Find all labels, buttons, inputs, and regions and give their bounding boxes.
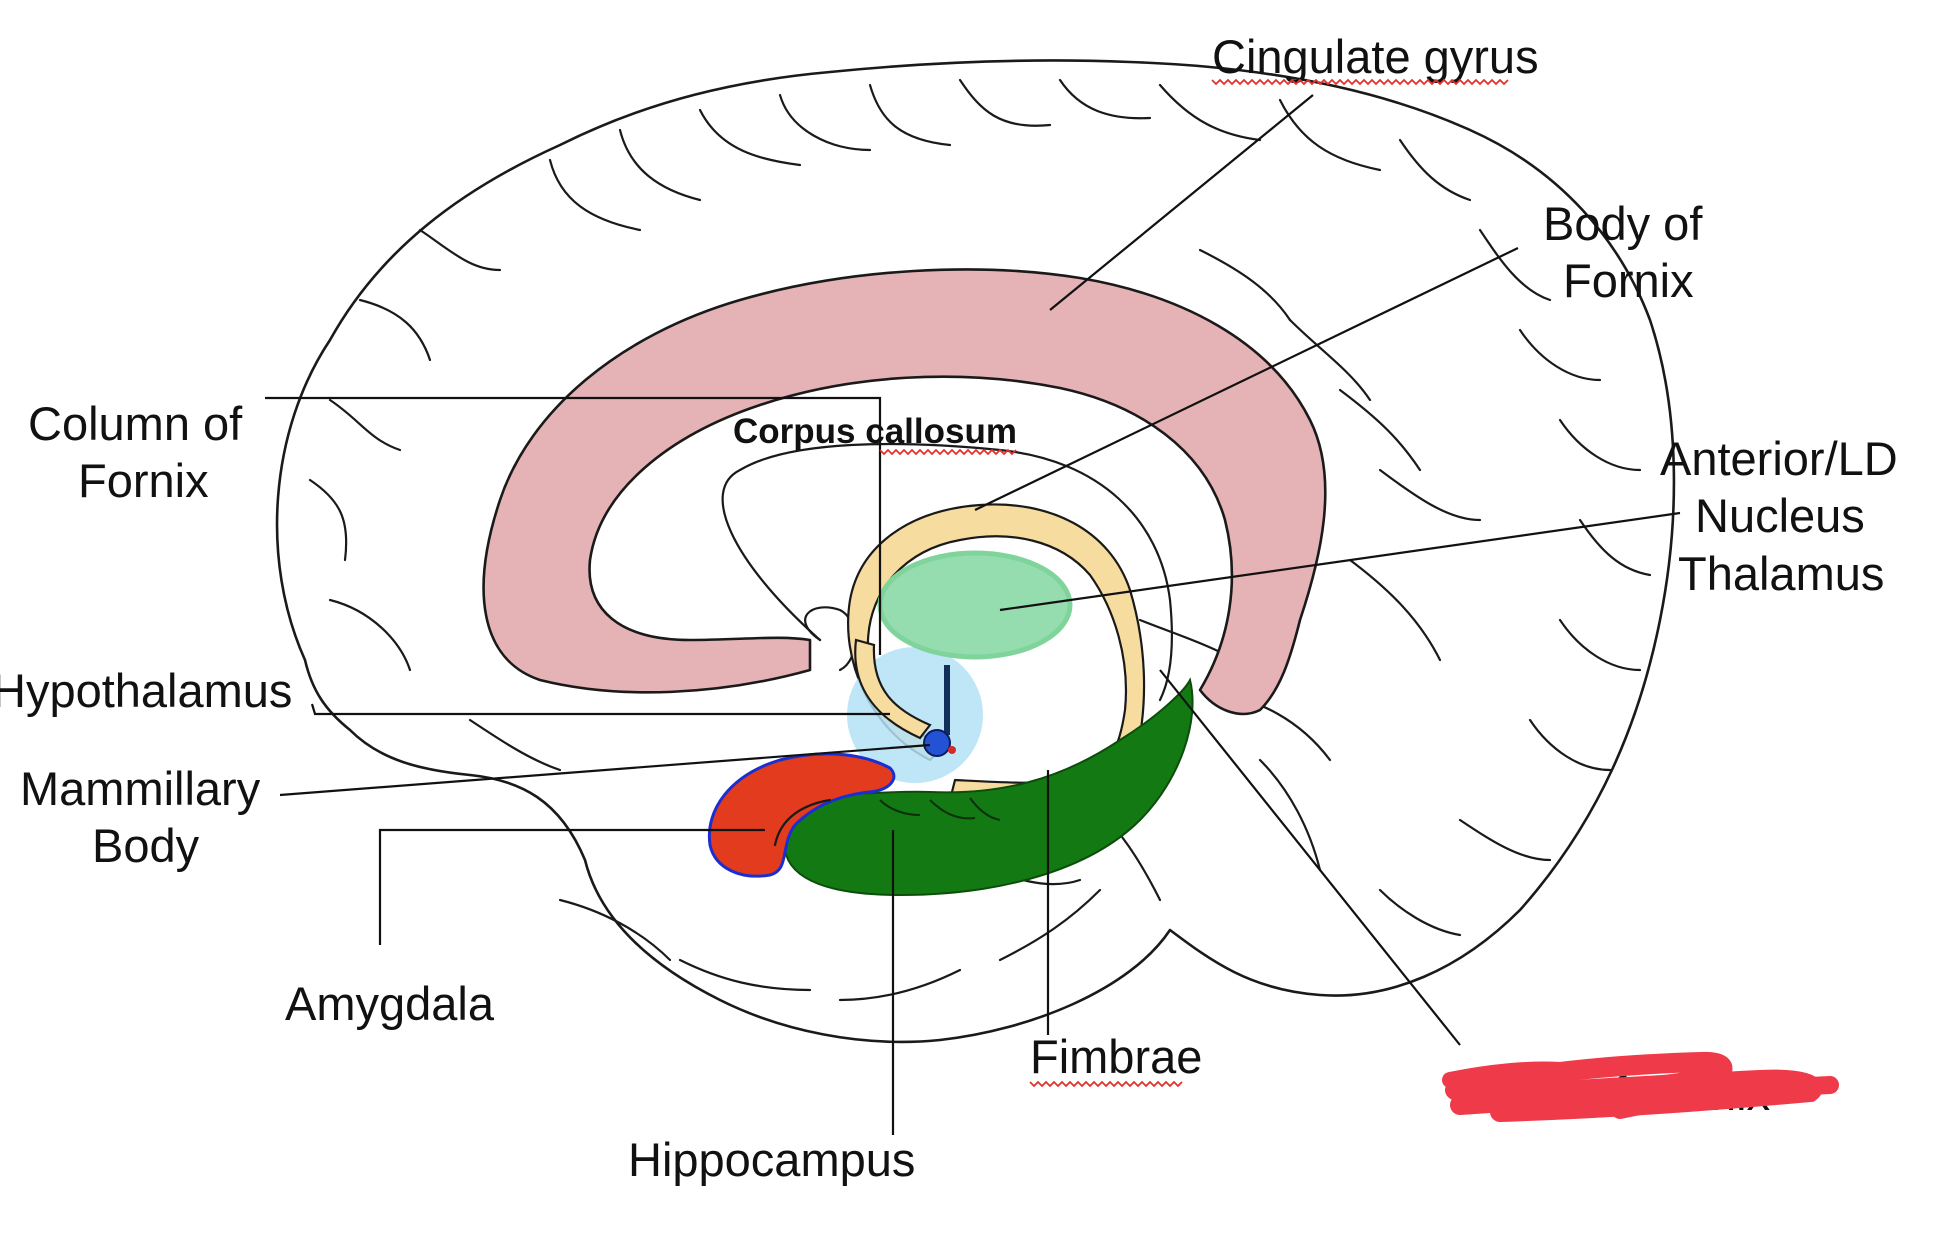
leader-body-fornix bbox=[974, 247, 1519, 511]
label-amygdala: Amygdala bbox=[285, 977, 495, 1030]
labels: Cingulate gyrus Body of Fornix Column of… bbox=[0, 30, 1898, 1186]
spellcheck-callosum bbox=[879, 448, 1017, 456]
amygdala-region bbox=[707, 752, 896, 878]
label-body-of-fornix-1: Body of bbox=[1543, 197, 1703, 250]
label-mammillary-2: Body bbox=[92, 819, 200, 872]
callosal-sulcus-line bbox=[721, 442, 1174, 702]
leader-anterior-ld bbox=[999, 511, 1681, 612]
leader-hypothalamus bbox=[310, 703, 890, 716]
label-mammillary-1: Mammillary bbox=[20, 762, 261, 815]
label-fimbrae: Fimbrae bbox=[1030, 1030, 1202, 1083]
hippocampus-region bbox=[781, 677, 1194, 897]
spellcheck-cingulate bbox=[1211, 78, 1509, 86]
label-hypothalamus: Hypothalamus bbox=[0, 664, 292, 717]
redaction-scribble bbox=[1442, 1051, 1839, 1122]
label-column-of-fornix-2: Fornix bbox=[78, 454, 209, 507]
label-anterior-ld-3: Thalamus bbox=[1678, 547, 1884, 600]
leader-lines bbox=[265, 94, 1681, 1135]
label-corpus-callosum: Corpus callosum bbox=[733, 412, 1017, 451]
spellcheck-fimbrae bbox=[1029, 1080, 1183, 1088]
leader-column-fornix bbox=[265, 396, 882, 655]
cingulate-gyrus-region bbox=[482, 268, 1327, 716]
leader-crus-fornix bbox=[1159, 669, 1461, 1046]
leader-mammillary bbox=[279, 743, 931, 797]
label-column-of-fornix-1: Column of bbox=[28, 397, 243, 450]
label-anterior-ld-1: Anterior/LD bbox=[1660, 432, 1898, 485]
label-cingulate-gyrus: Cingulate gyrus bbox=[1212, 30, 1539, 83]
column-of-fornix-region bbox=[854, 638, 932, 740]
leader-cingulate bbox=[1049, 94, 1314, 311]
mammillary-dot bbox=[948, 746, 956, 754]
leader-amygdala bbox=[378, 828, 765, 945]
amygdala-fold bbox=[773, 798, 832, 847]
label-hippocampus: Hippocampus bbox=[628, 1133, 915, 1186]
label-anterior-ld-2: Nucleus bbox=[1695, 489, 1865, 542]
mammillary-body-region bbox=[923, 729, 951, 757]
fimbria-lines bbox=[879, 797, 1001, 821]
label-body-of-fornix-2: Fornix bbox=[1563, 254, 1694, 307]
